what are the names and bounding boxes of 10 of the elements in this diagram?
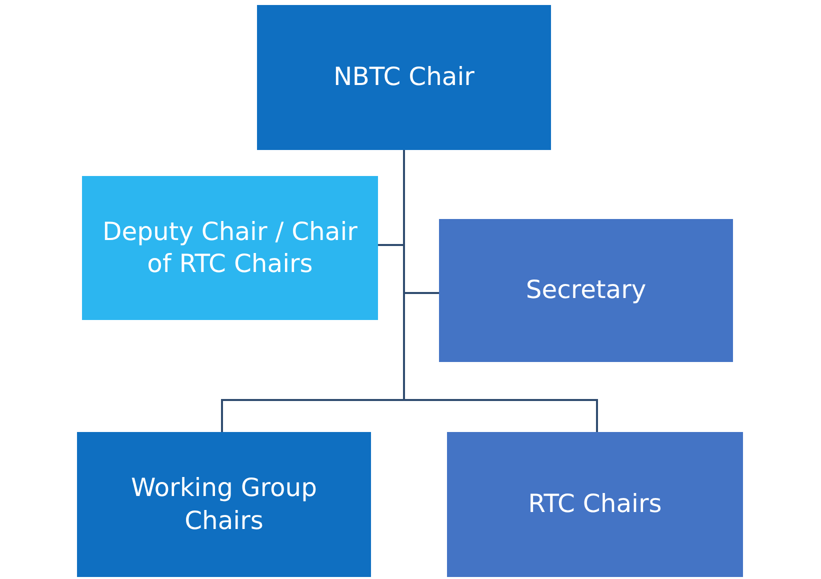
- org-box: [82, 176, 378, 320]
- org-box: [77, 432, 371, 577]
- box-label: RTC Chairs: [528, 488, 662, 520]
- box-label: Deputy Chair / Chair of RTC Chairs: [102, 216, 358, 280]
- box-label: NBTC Chair: [334, 61, 474, 94]
- box-label: Working Group Chairs: [130, 472, 318, 536]
- box-label: Secretary: [526, 274, 646, 306]
- org-box: [439, 219, 733, 362]
- org-box: [257, 5, 551, 150]
- org-box: [447, 432, 743, 577]
